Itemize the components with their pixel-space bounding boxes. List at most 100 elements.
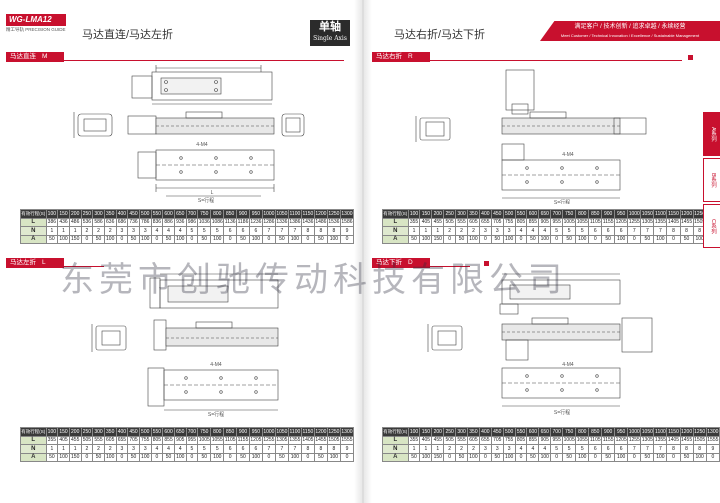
tab-b-series[interactable]: B系列 [703,158,720,202]
table-cell: 4 [162,226,175,236]
table-cell: 936 [173,217,187,227]
table-cell: 1236 [248,217,263,227]
table-cell: 100 [538,234,552,244]
table-cell: 100 [575,452,590,462]
table-cell: 100 [614,234,629,244]
table-cell: 750 [197,209,212,219]
table-cell: 50 [274,452,289,462]
table-cell: 100 [614,452,629,462]
slogan-cn: 满足客户 / 技术创新 / 追求卓越 / 永续经营 [574,24,686,30]
table-cell: 7 [627,226,642,236]
table-cell: 250 [443,209,457,219]
table-cell: 1155 [601,217,616,227]
table-cell: 455 [68,435,82,445]
table-cell: 1105 [223,435,238,445]
table-cell: 7 [261,444,276,454]
table-cell: 8 [679,226,694,236]
table-cell: 1336 [274,217,289,227]
table-cell: 100 [326,452,341,462]
table-cell: 800 [575,209,590,219]
table-cell: 755 [138,435,152,445]
table-cell: 50 [274,234,289,244]
section-code: L [42,259,46,266]
tab-c-series[interactable]: C系列 [703,204,720,248]
table-cell: 5 [575,226,590,236]
table-cell: 2 [455,226,469,236]
section-code: M [42,53,48,60]
table-cell: 1150 [666,427,681,437]
table-cell: 855 [526,217,540,227]
table-cell: 3 [478,226,492,236]
table-cell: 1255 [261,435,276,445]
row-label-n: N [382,444,409,454]
table-cell: 855 [526,435,540,445]
table-cell: 1555 [705,435,720,445]
table-cell: 455 [431,435,445,445]
table-cell: 7 [261,226,276,236]
row-label-l: L [382,435,409,445]
tab-a-series[interactable]: A系列 [703,112,720,156]
table-cell: 100 [210,452,225,462]
slogan-en: Meet Customer / Technical Innovation / E… [560,33,700,38]
table-cell: 3 [490,226,504,236]
table-cell: 800 [575,427,590,437]
table-cell: 1005 [562,217,577,227]
table-cell: 1150 [300,209,315,219]
table-cell: 1 [431,226,445,236]
table-cell: 50 [562,452,577,462]
table-cell: 950 [248,427,263,437]
table-cell: 505 [80,435,94,445]
table-cell: 655 [115,435,129,445]
table-cell: 50 [526,452,540,462]
table-cell: 300 [92,209,105,219]
table-cell: 955 [550,217,564,227]
table-cell: 0 [478,452,492,462]
table-cell: 0 [185,452,199,462]
table-cell: 1405 [666,217,681,227]
table-cell: 150 [419,209,433,219]
table-cell: 0 [115,452,129,462]
table-cell: 505 [443,217,457,227]
drawing-motor-direct: 4-M4 S=行程 L [16,64,346,204]
table-cell: 750 [197,427,212,437]
table-cell: 736 [127,217,140,227]
table-cell: 250 [80,427,94,437]
table-cell: 50 [313,452,328,462]
table-cell: 1305 [640,435,655,445]
row-label-l: L [20,217,47,227]
table-cell: 705 [490,217,504,227]
table-cell: 805 [514,217,528,227]
row-label-n: N [20,226,47,236]
table-cell: 405 [57,435,70,445]
table-cell: 1136 [223,217,238,227]
section-label: 马达左折 [10,259,36,266]
table-cell: 100 [467,452,480,462]
table-cell: 300 [455,209,469,219]
table-cell: 2 [443,226,457,236]
table-cell: 0 [514,452,528,462]
table-cell: 50 [455,452,469,462]
table-cell: 450 [127,427,140,437]
table-cell: 50 [640,234,655,244]
table-cell: 7 [274,226,289,236]
left-page: WG-LMA12 精工导轨 PRECISION GUIDE 马达直连/马达左折 … [6,0,355,503]
table-cell: 950 [248,209,263,219]
table-cell: 150 [68,234,82,244]
table-cell: 1250 [326,427,341,437]
table-cell: 1 [407,444,421,454]
table-cell: 500 [138,427,152,437]
table-cell: 150 [57,427,70,437]
table-cell: 586 [92,217,105,227]
table-cell: 1 [45,226,59,236]
table-cell: 0 [300,452,315,462]
table-cell: 486 [68,217,82,227]
row-label-l: L [382,217,409,227]
page-title-left: 马达直连/马达左折 [82,29,174,41]
section-marker [484,261,489,266]
table-cell: 100 [502,234,516,244]
